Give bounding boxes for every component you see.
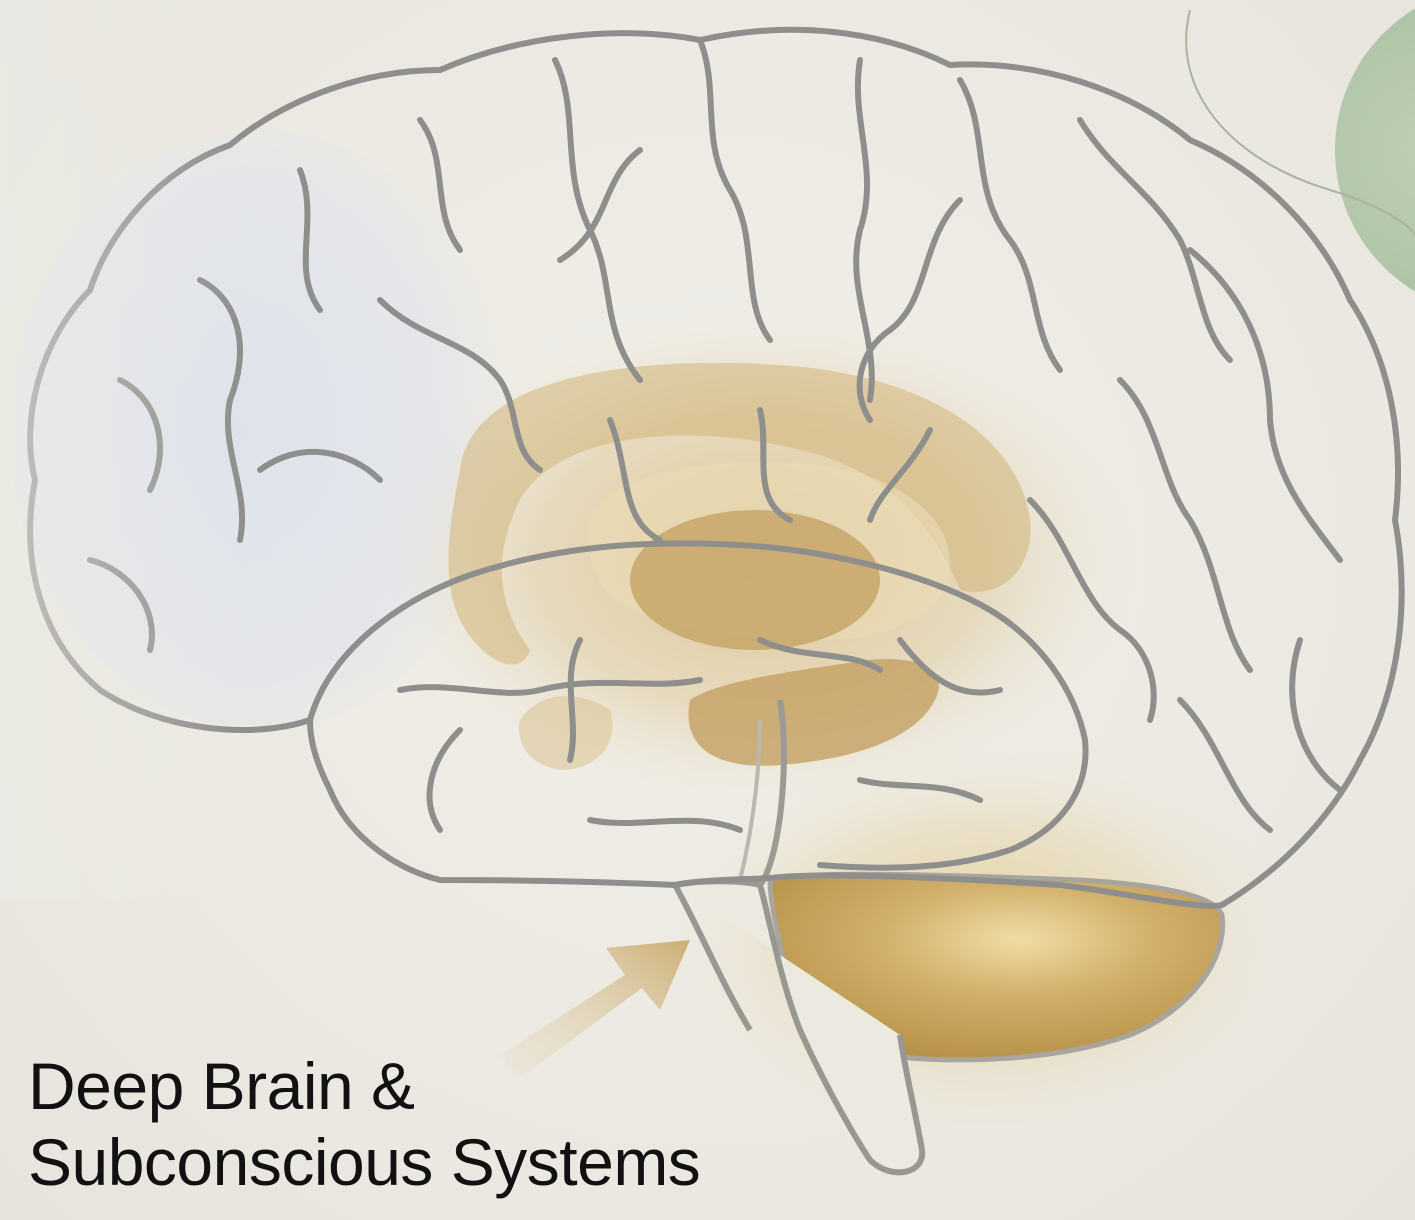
caption-line-1: Deep Brain & xyxy=(28,1048,700,1124)
caption-line-2: Subconscious Systems xyxy=(28,1124,700,1200)
caption-title: Deep Brain & Subconscious Systems xyxy=(28,1048,700,1200)
